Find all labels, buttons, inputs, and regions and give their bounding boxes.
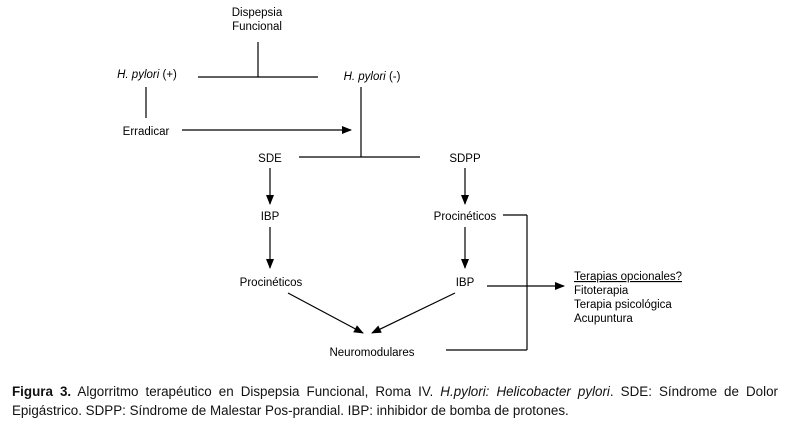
hpylori-negative-name: H. pylori bbox=[344, 71, 387, 83]
hpylori-positive-name: H. pylori bbox=[117, 69, 160, 81]
node-sde: SDE bbox=[258, 153, 282, 165]
optional-therapy-item: Terapia psicológica bbox=[574, 299, 672, 311]
node-hpylori-positive: H. pylori (+) bbox=[117, 69, 177, 81]
edge-ibp-to-neuromodulares bbox=[371, 292, 456, 334]
hpylori-negative-sign: (-) bbox=[386, 71, 401, 83]
optional-therapy-item: Acupuntura bbox=[574, 313, 633, 325]
flowchart: Dispepsia Funcional H. pylori (+) H. pyl… bbox=[117, 7, 682, 359]
caption-text-2: . SDE: Síndrome de Dolor Epigástrico. SD… bbox=[12, 384, 778, 418]
caption-italic: H.pylori: Helicobacter pylori bbox=[440, 384, 610, 399]
figure-caption: Figura 3. Algorritmo terapéutico en Disp… bbox=[12, 382, 778, 420]
node-hpylori-negative: H. pylori (-) bbox=[344, 71, 401, 83]
node-ibp-left: IBP bbox=[261, 211, 280, 223]
node-dispepsia-line2: Funcional bbox=[232, 21, 282, 33]
edge-procineticos-to-neuromodulares bbox=[287, 292, 364, 334]
node-neuromodulares: Neuromodulares bbox=[329, 347, 414, 359]
node-procineticos-left: Procinéticos bbox=[240, 277, 303, 289]
caption-text-1: Algorritmo terapéutico en Dispepsia Func… bbox=[71, 384, 441, 399]
node-erradicar: Erradicar bbox=[123, 126, 170, 138]
caption-label: Figura 3. bbox=[12, 384, 72, 399]
node-dispepsia-line1: Dispepsia bbox=[232, 7, 283, 19]
node-procineticos-right: Procinéticos bbox=[434, 211, 497, 223]
hpylori-positive-sign: (+) bbox=[159, 69, 177, 81]
optional-therapies-title: Terapias opcionales? bbox=[574, 271, 682, 283]
node-sdpp: SDPP bbox=[449, 153, 481, 165]
optional-therapy-item: Fitoterapia bbox=[574, 285, 629, 297]
node-ibp-right: IBP bbox=[456, 277, 475, 289]
